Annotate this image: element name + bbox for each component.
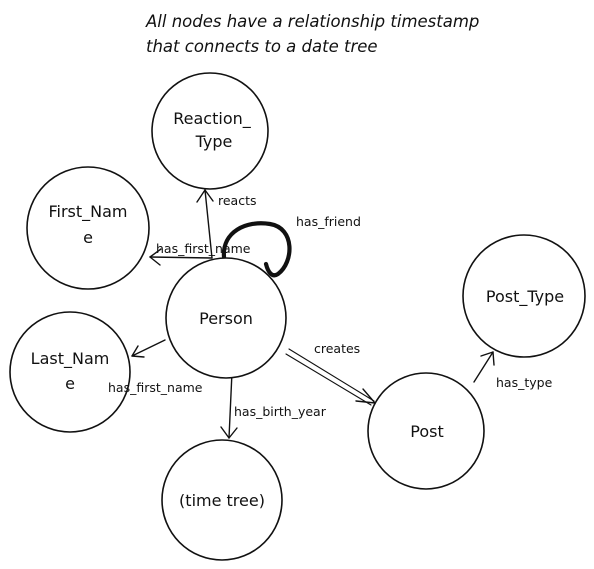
node-first-name[interactable]: First_Nam e — [26, 166, 150, 290]
edge-has-type — [473, 351, 494, 383]
node-time-tree[interactable]: (time tree) — [161, 439, 283, 561]
edge-reacts-arrowhead — [196, 189, 214, 203]
edge-has-type-arrowhead — [480, 351, 495, 366]
node-post-circle — [367, 372, 485, 490]
node-first-name-line-2: e — [83, 228, 93, 247]
diagram-note: All nodes have a relationship timestamp … — [145, 12, 479, 56]
node-last-name[interactable]: Last_Nam e — [9, 311, 131, 433]
edge-label-has-type: has_type — [496, 375, 553, 390]
edge-has-friend-loop — [221, 221, 292, 278]
edge-label-reacts: reacts — [218, 193, 257, 208]
node-person-circle — [165, 257, 287, 379]
edge-has-first-name-top — [149, 256, 213, 259]
node-reaction-type-line-1: Reaction_ — [173, 109, 251, 129]
node-reaction-type-line-2: Type — [195, 132, 233, 151]
node-person-label: Person — [199, 309, 253, 328]
node-post-label: Post — [410, 422, 443, 441]
edge-creates-line-b — [285, 353, 372, 406]
node-first-name-line-1: First_Nam — [48, 202, 127, 222]
node-last-name-circle — [9, 311, 131, 433]
edge-creates-line-a — [288, 348, 375, 402]
node-post-type-circle — [462, 234, 586, 358]
node-post-type[interactable]: Post_Type — [462, 234, 586, 358]
node-first-name-circle — [26, 166, 150, 290]
edge-label-has-first-name-top: has_first_name — [156, 241, 251, 256]
node-post[interactable]: Post — [367, 372, 485, 490]
edges — [131, 189, 495, 439]
node-reaction-type-circle — [151, 72, 269, 190]
edge-reacts — [204, 189, 213, 259]
node-time-tree-label: (time tree) — [179, 491, 265, 510]
edge-has-first-name-bottom — [131, 339, 166, 357]
nodes: Reaction_ Type First_Nam e Person Last_N… — [9, 72, 586, 561]
edge-label-has-friend: has_friend — [296, 214, 361, 229]
note-line-2: that connects to a date tree — [146, 37, 378, 56]
node-post-type-label: Post_Type — [486, 287, 564, 307]
edge-labels: reacts has_friend has_first_name has_fir… — [108, 193, 553, 419]
note-line-1: All nodes have a relationship timestamp — [145, 12, 479, 31]
edge-label-has-birth-year: has_birth_year — [234, 404, 327, 419]
edge-label-has-first-name-bottom: has_first_name — [108, 380, 203, 395]
node-person[interactable]: Person — [165, 257, 287, 379]
node-last-name-line-1: Last_Nam — [31, 349, 110, 369]
edge-has-first-name-bottom-arrowhead — [131, 345, 145, 358]
node-reaction-type[interactable]: Reaction_ Type — [151, 72, 269, 190]
node-time-tree-circle — [161, 439, 283, 561]
node-last-name-line-2: e — [65, 374, 75, 393]
edge-label-creates: creates — [314, 341, 360, 356]
edge-has-birth-year — [228, 371, 233, 439]
edge-has-first-name-top-arrowhead — [149, 248, 162, 266]
edge-has-birth-year-arrowhead — [220, 426, 238, 439]
